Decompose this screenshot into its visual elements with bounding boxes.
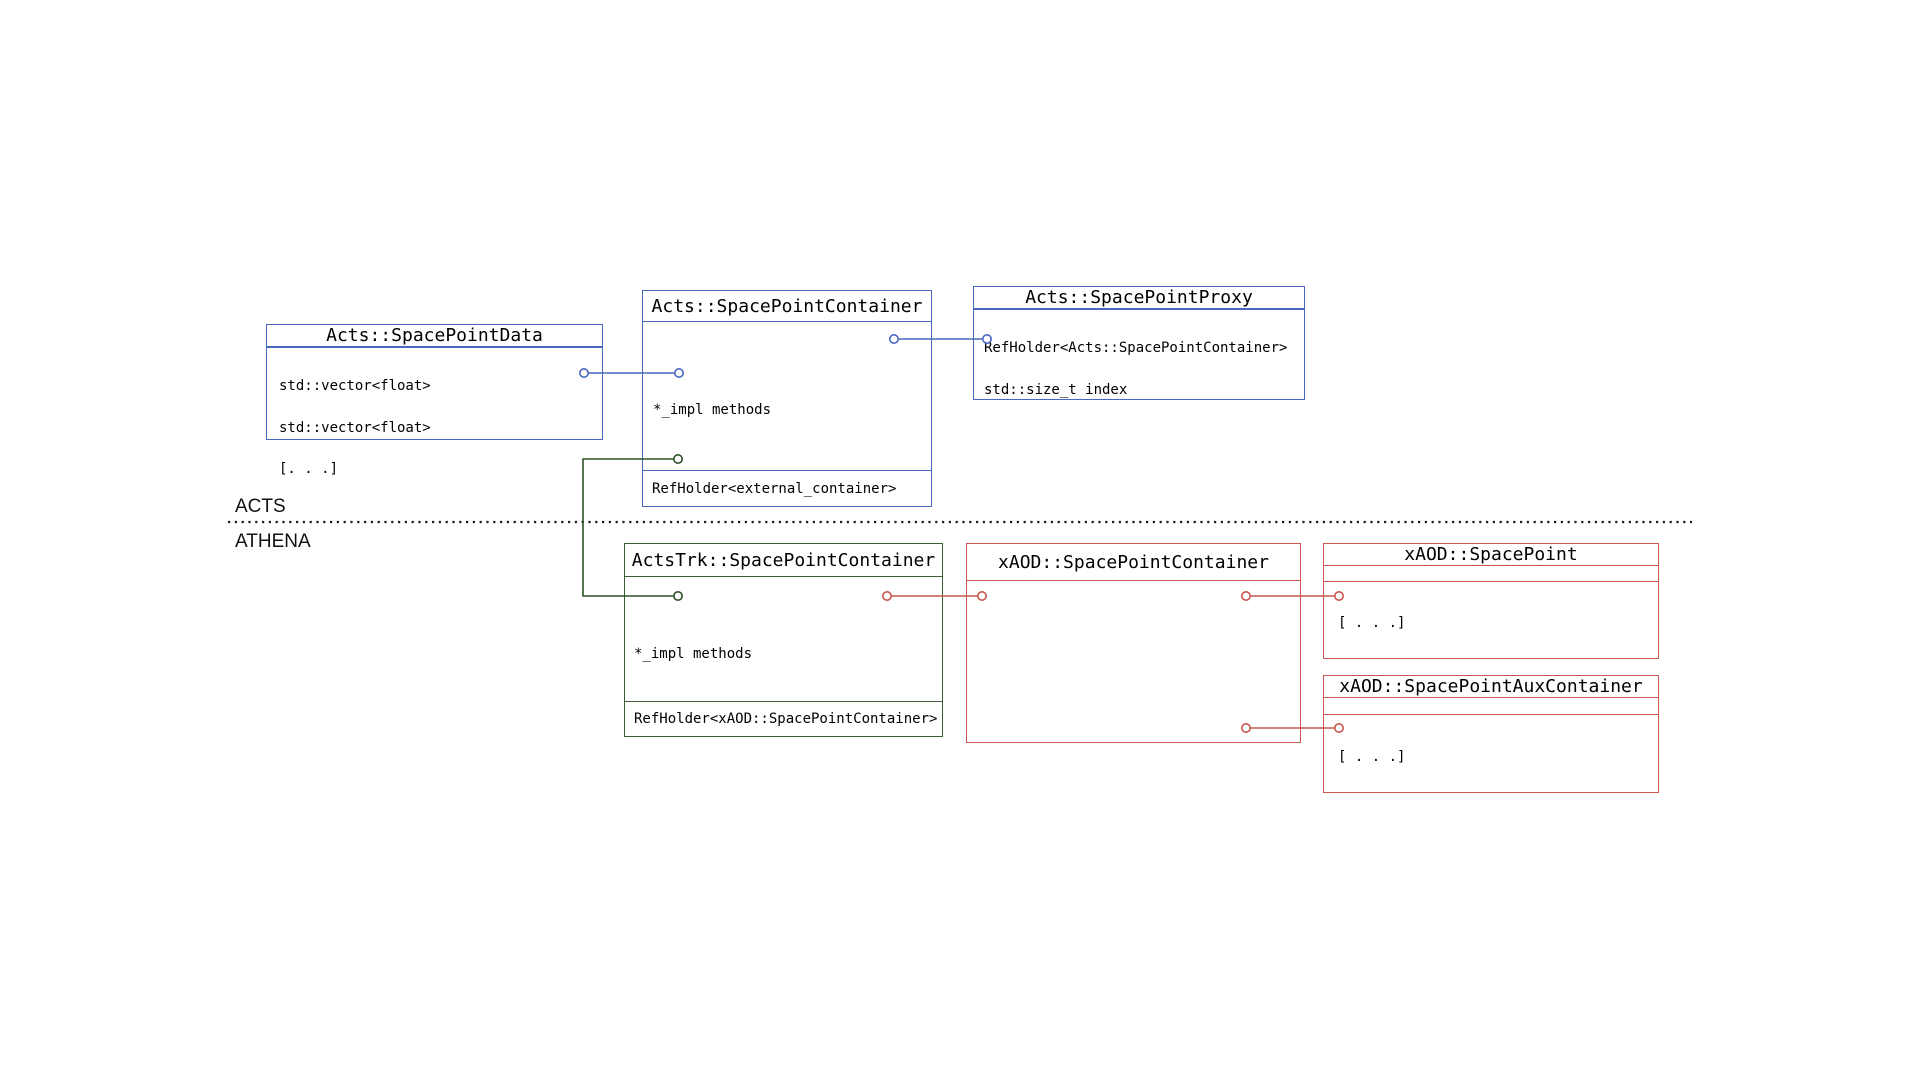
attributes-compartment: [ . . .] (1324, 582, 1658, 659)
attribute-line: [ . . .] (1338, 614, 1406, 631)
body-note: *_impl methods (653, 402, 772, 418)
class-title: xAOD::SpacePointContainer (967, 544, 1300, 581)
empty-compartment (1324, 566, 1658, 582)
attributes-compartment: [ . . .] (1324, 715, 1658, 793)
class-box-actstrk-spacepointcontainer: ActsTrk::SpacePointContainer *_impl meth… (624, 543, 943, 737)
class-box-xaod-spacepointcontainer: xAOD::SpacePointContainer (966, 543, 1301, 743)
empty-compartment (1324, 698, 1658, 715)
attribute-line: [ . . .] (1338, 748, 1406, 765)
class-box-acts-spacepointcontainer: Acts::SpacePointContainer *_impl methods… (642, 290, 932, 507)
class-title: xAOD::SpacePoint (1324, 544, 1658, 566)
attribute-line: std::vector<float> (279, 378, 431, 394)
class-box-acts-spacepointdata: Acts::SpacePointData std::vector<float> … (266, 324, 603, 476)
class-box-acts-spacepointproxy: Acts::SpacePointProxy RefHolder<Acts::Sp… (973, 286, 1305, 400)
attribute-line: std::vector<float> (279, 419, 431, 436)
empty-compartment (974, 309, 1304, 310)
region-label-athena: ATHENA (235, 531, 311, 552)
attribute-line: [. . .] (279, 461, 339, 477)
region-label-acts: ACTS (235, 496, 286, 517)
attributes-compartment: RefHolder<Acts::SpacePointContainer> std… (974, 310, 1304, 425)
footer-compartment: RefHolder<xAOD::SpacePointContainer> (634, 711, 938, 727)
class-title: ActsTrk::SpacePointContainer (625, 544, 942, 577)
class-box-xaod-spacepointauxcontainer: xAOD::SpacePointAuxContainer [ . . .] (1323, 675, 1659, 793)
body-compartment: *_impl methods (643, 322, 931, 471)
class-title: Acts::SpacePointProxy (974, 287, 1304, 309)
attributes-compartment: std::vector<float> std::vector<float> [.… (267, 348, 602, 505)
class-title: Acts::SpacePointContainer (643, 291, 931, 322)
class-box-xaod-spacepoint: xAOD::SpacePoint [ . . .] (1323, 543, 1659, 659)
body-compartment: *_impl methods (625, 577, 942, 702)
attribute-line: std::size_t index (984, 381, 1128, 398)
body-note: *_impl methods (634, 646, 753, 662)
attribute-line: RefHolder<Acts::SpacePointContainer> (984, 340, 1288, 356)
footer-compartment: RefHolder<external_container> (652, 480, 897, 497)
empty-compartment (267, 347, 602, 348)
body-compartment (967, 581, 1300, 742)
class-title: Acts::SpacePointData (267, 325, 602, 347)
class-title: xAOD::SpacePointAuxContainer (1324, 676, 1658, 698)
